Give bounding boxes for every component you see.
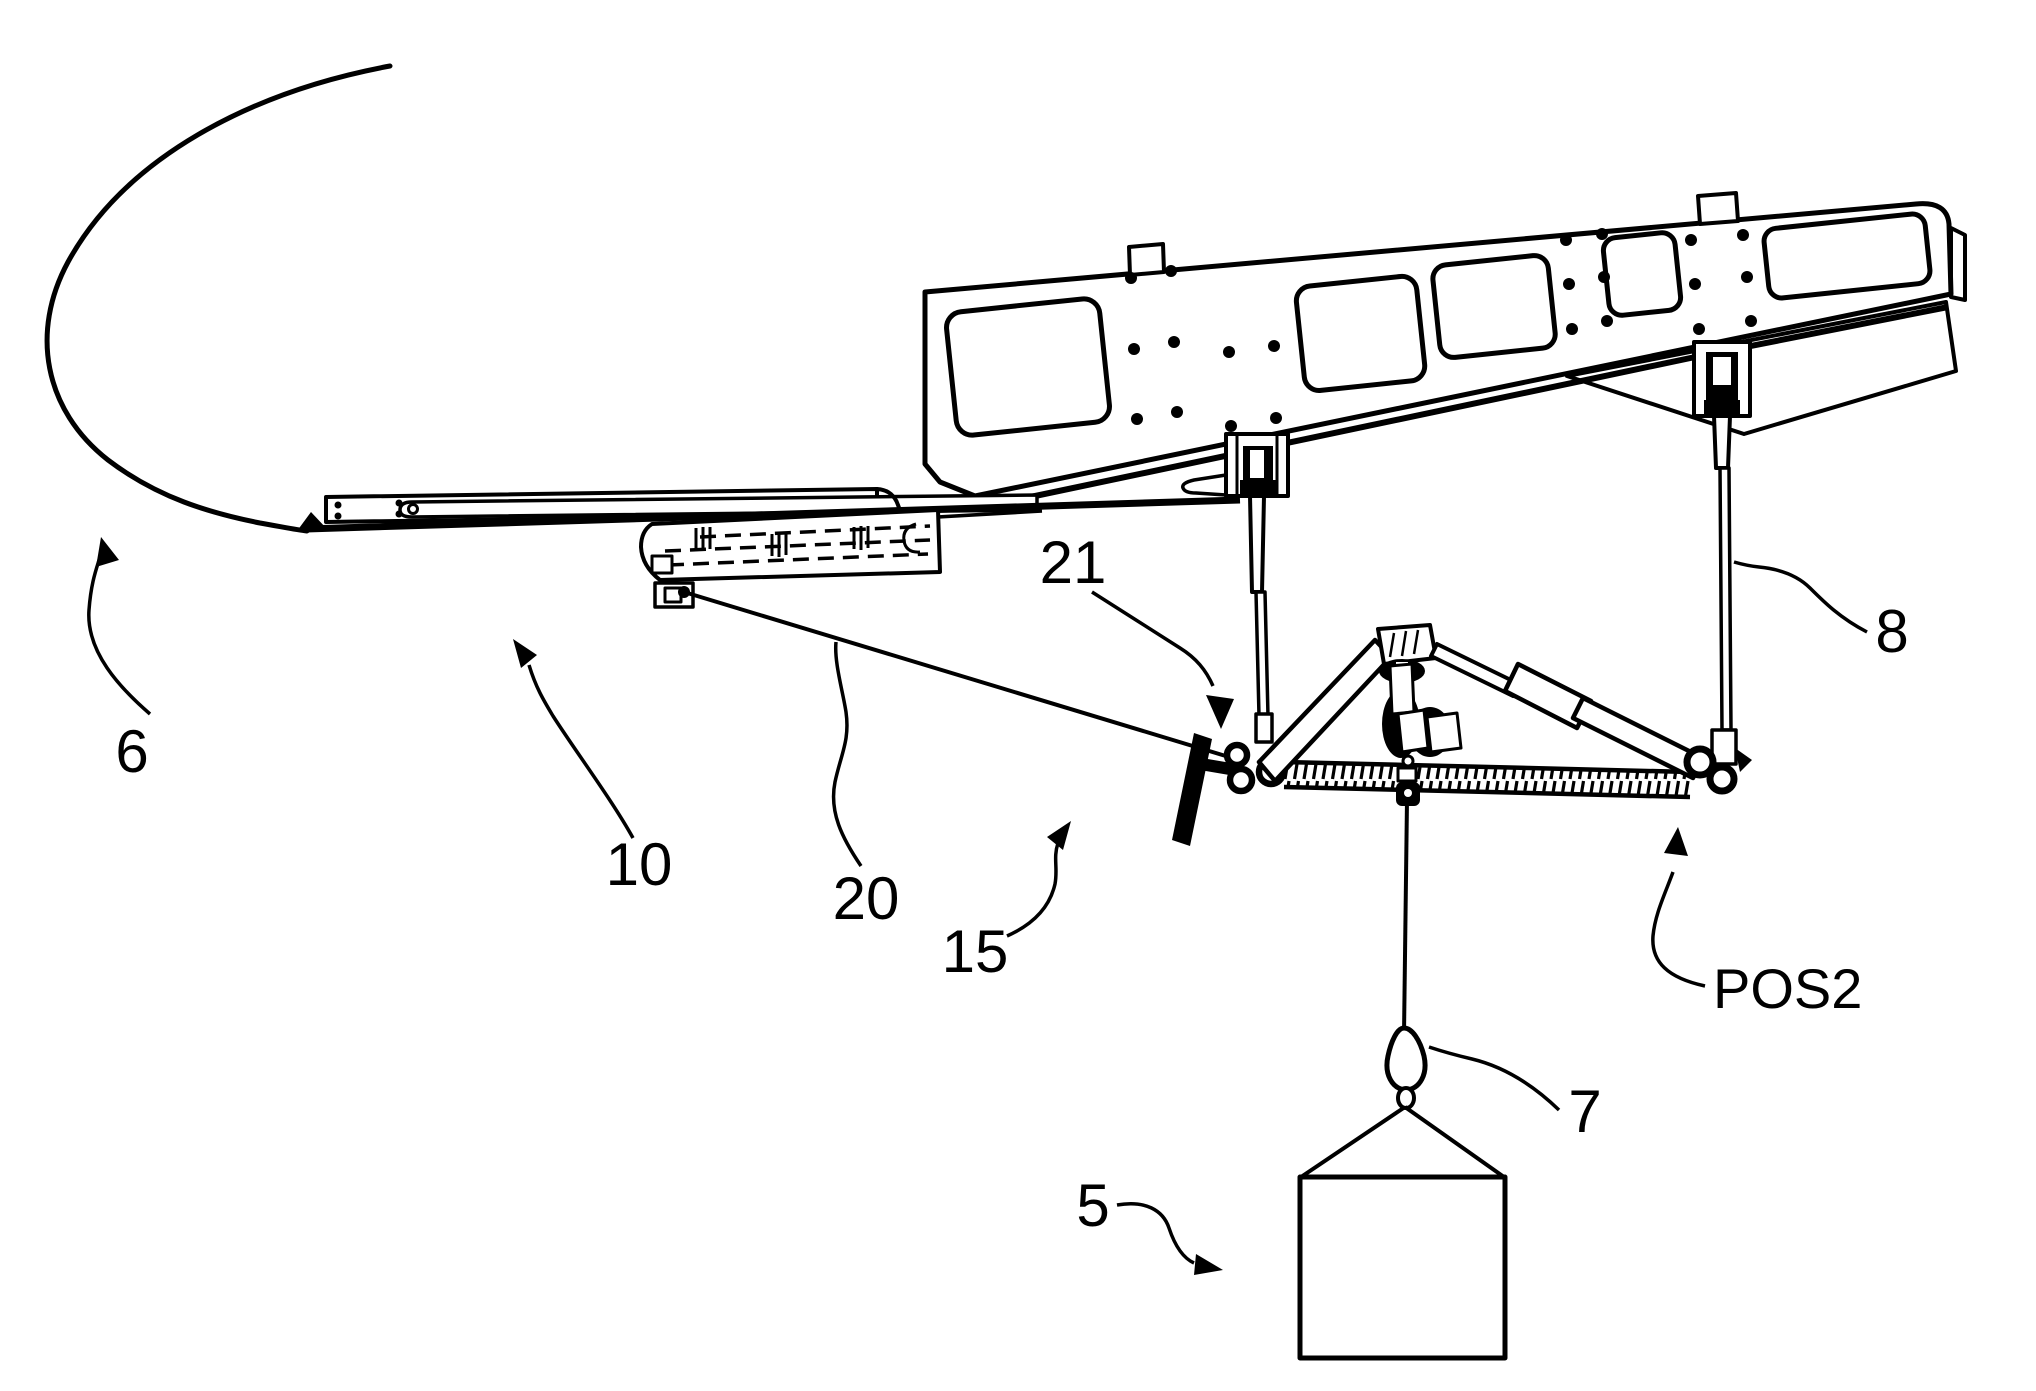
ref-label-8: 8 xyxy=(1875,598,1908,665)
beam-rear-panel xyxy=(1565,300,1958,436)
rail-end-roller xyxy=(407,503,419,515)
rear-strut-rod xyxy=(1718,466,1733,732)
ref-label-7: 7 xyxy=(1568,1078,1601,1145)
label-7: 7 xyxy=(1428,1045,1602,1145)
beam-window-5 xyxy=(1761,211,1933,301)
cargo-rail xyxy=(297,487,1241,533)
beam-rivets xyxy=(1125,228,1757,432)
hoist-cable xyxy=(1402,799,1409,1035)
hook-link xyxy=(1396,1086,1416,1110)
ref-label-6: 6 xyxy=(115,718,148,785)
ref-label-10: 10 xyxy=(606,831,673,898)
label-5: 5 xyxy=(1076,1172,1223,1275)
leader-arrow xyxy=(513,639,537,668)
corner-wedge xyxy=(1735,748,1752,772)
leader-arrow xyxy=(96,537,119,567)
housing-c-mark xyxy=(902,522,921,554)
scissor-mechanism xyxy=(1172,623,1752,846)
ref-label-21: 21 xyxy=(1040,529,1107,596)
corner-joint-2 xyxy=(1706,763,1738,795)
beam-top-tab-1 xyxy=(1127,242,1166,277)
beam-front-plate xyxy=(922,201,1954,499)
beam-pointer-rod xyxy=(1181,473,1228,497)
label-6: 6 xyxy=(87,537,152,785)
beam-window-4 xyxy=(1600,230,1684,318)
front-suspension-strut xyxy=(1224,432,1290,744)
beam-window-3 xyxy=(1430,253,1558,360)
beam-window-2 xyxy=(1293,273,1428,393)
ref-label-20: 20 xyxy=(833,865,900,932)
front-strut-upper xyxy=(1248,494,1266,594)
rail-dots xyxy=(334,499,403,520)
hoist-line xyxy=(1297,782,1508,1361)
beam-top-tab-2 xyxy=(1696,191,1740,226)
leader-arrow xyxy=(1047,821,1071,850)
label-pos2: POS2 xyxy=(1651,827,1862,1020)
corner-joint-1 xyxy=(1683,745,1717,779)
front-strut-clevis xyxy=(1254,712,1274,744)
leader-arrow xyxy=(1206,695,1234,729)
annotations: 6 10 20 15 21 8 xyxy=(87,529,1909,1275)
fuselage-outline xyxy=(44,63,393,534)
label-20: 20 xyxy=(831,641,900,932)
housing-port xyxy=(650,554,674,575)
housing-schematic-dashes xyxy=(664,524,931,567)
ref-label-5: 5 xyxy=(1076,1172,1109,1239)
load-box xyxy=(1297,1174,1508,1361)
fuselage-tab xyxy=(297,512,327,531)
label-8: 8 xyxy=(1733,560,1909,665)
rear-suspension-strut xyxy=(1692,340,1752,766)
leader-arrow xyxy=(1194,1254,1223,1275)
corner-pulley-1 xyxy=(1223,741,1251,769)
apex-bracket xyxy=(1376,623,1438,666)
leader-arrow xyxy=(1664,827,1688,856)
label-10: 10 xyxy=(513,639,672,898)
hoist-housing xyxy=(639,508,942,609)
truss-beam xyxy=(922,191,1967,511)
guide-cable xyxy=(683,590,1230,759)
front-strut-rod xyxy=(1254,590,1270,718)
rail-step xyxy=(876,487,903,514)
corner-pulley-2 xyxy=(1226,765,1256,795)
ref-label-15: 15 xyxy=(942,918,1009,985)
rear-strut-upper xyxy=(1712,414,1732,470)
ref-label-pos2: POS2 xyxy=(1713,957,1862,1020)
hoist-motor xyxy=(1382,662,1463,783)
sling-lines xyxy=(1299,1105,1506,1179)
beam-window-1 xyxy=(944,296,1112,438)
label-21: 21 xyxy=(1040,529,1234,729)
housing-comb-marks xyxy=(694,526,870,557)
label-15: 15 xyxy=(942,821,1071,985)
rail-sill-heavy-line xyxy=(305,496,1241,533)
